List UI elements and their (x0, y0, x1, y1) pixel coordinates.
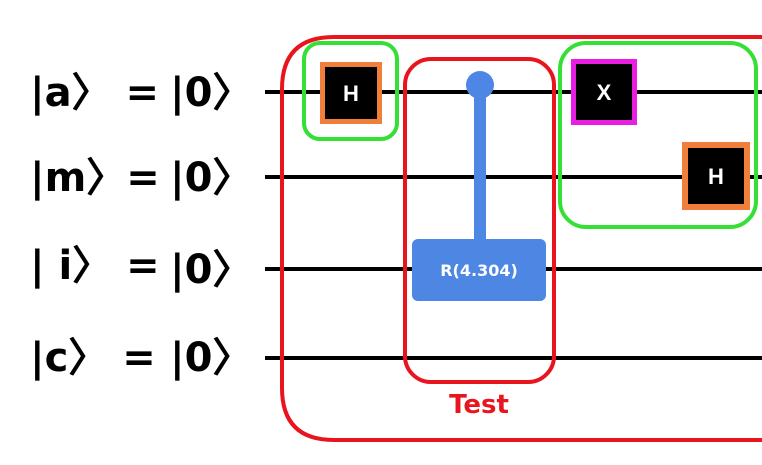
qubit-m-label: |m〉= (30, 155, 160, 202)
rotation-group-frame (403, 57, 556, 384)
x-gate-a-face (576, 64, 632, 120)
h-gate-highlight (302, 41, 399, 141)
qubit-i-label: | i〉 = (30, 243, 160, 290)
outer-group-frame (280, 35, 762, 442)
control-dot[interactable] (466, 71, 494, 99)
qubit-c-label: |c〉 = (30, 335, 156, 382)
qubit-c-state: |0〉 (170, 335, 252, 382)
rotation-gate-label: R(4.304) (440, 261, 518, 280)
qubit-a-state: |0〉 (170, 70, 252, 117)
qubit-i-state: |0〉 (170, 247, 252, 294)
qubit-a-label: |a〉 = (30, 70, 159, 117)
group-label-test: Test (449, 390, 509, 420)
rotation-gate[interactable] (412, 239, 546, 301)
h-gate-m-face (688, 148, 744, 204)
x-gate-a-label: X (597, 80, 612, 105)
qubit-m-state: |0〉 (170, 155, 252, 202)
h-gate-a-face (325, 67, 377, 119)
h-gate-m-label: H (708, 164, 724, 189)
h-gate-a-label: H (343, 81, 359, 106)
xh-block-highlight (558, 41, 758, 229)
